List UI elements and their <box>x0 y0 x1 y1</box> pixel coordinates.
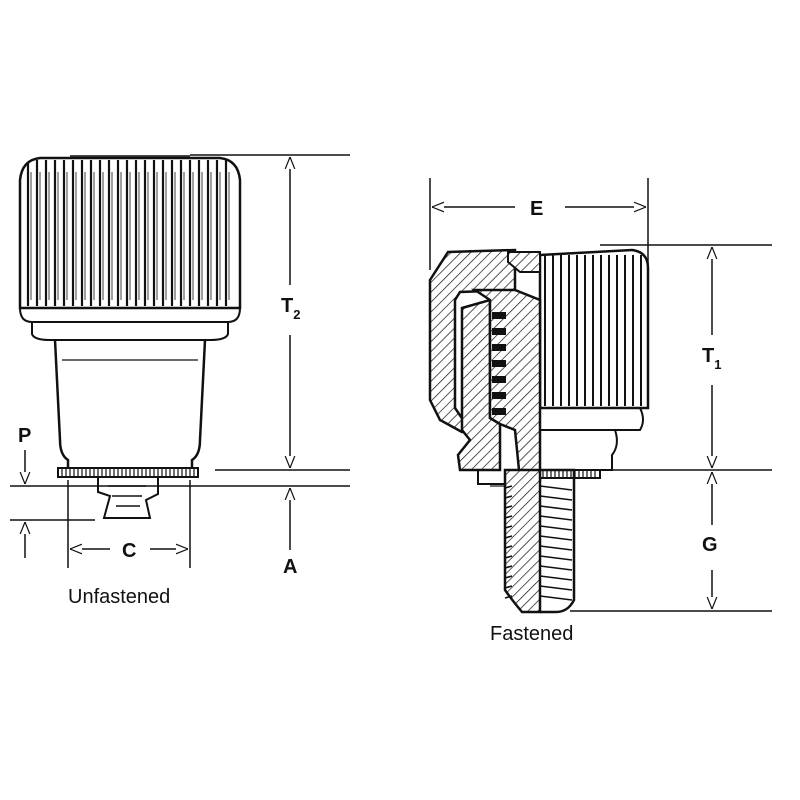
screw-tip-left <box>97 478 159 519</box>
dimension-lines <box>10 154 772 612</box>
caption-fastened: Fastened <box>490 623 573 645</box>
body-left <box>53 339 207 468</box>
label-C: C <box>122 540 136 562</box>
spring-section <box>489 300 506 418</box>
label-G: G <box>702 534 718 556</box>
caption-unfastened: Unfastened <box>68 586 170 608</box>
fastened-view <box>428 248 650 614</box>
label-E: E <box>530 198 543 220</box>
label-T1: T1 <box>702 345 721 372</box>
label-T2: T2 <box>281 295 300 322</box>
unfastened-view <box>18 155 242 519</box>
knurled-cap-right <box>538 248 650 471</box>
cap-section-hatched <box>428 248 541 434</box>
knurled-cap-left <box>18 155 242 310</box>
flange-left <box>57 467 199 478</box>
dimension-labels: T2 P A C E T1 G <box>18 198 721 578</box>
collar-left <box>19 307 241 341</box>
screw-shank-right <box>477 468 576 614</box>
label-P: P <box>18 425 31 447</box>
label-A: A <box>283 556 297 578</box>
